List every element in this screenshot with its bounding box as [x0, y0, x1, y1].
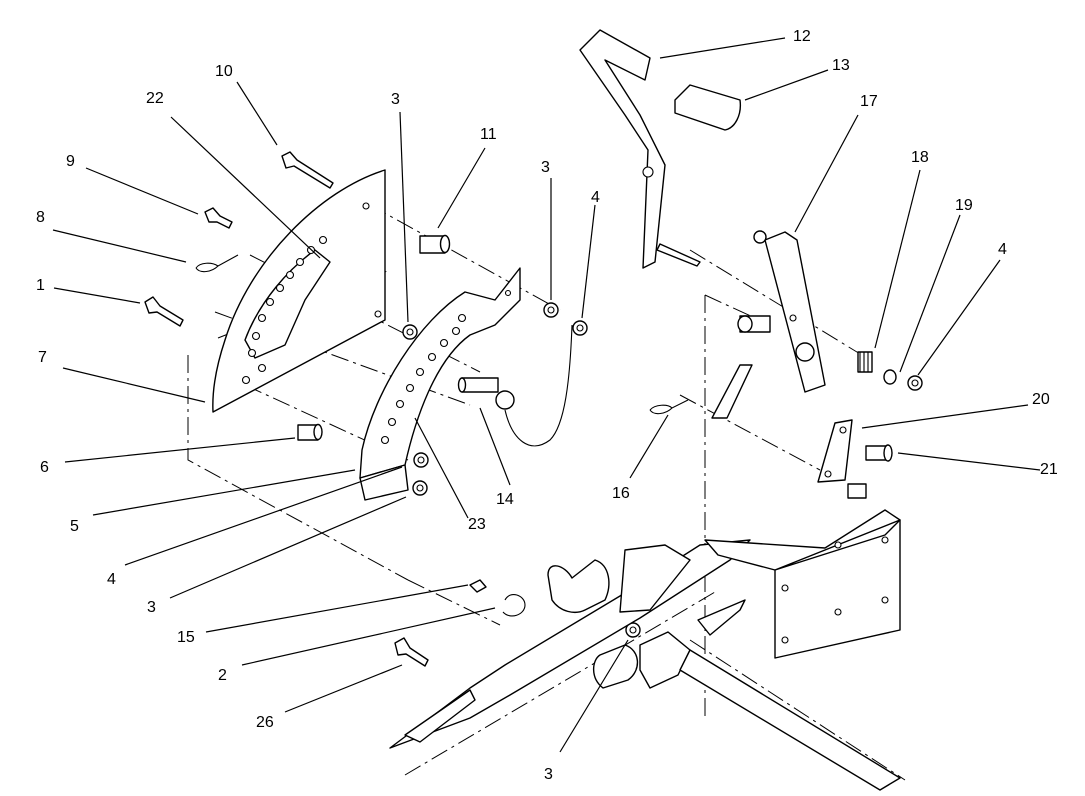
callout-21: 21: [1040, 461, 1058, 478]
plate-holes: [241, 202, 382, 385]
callout-7: 7: [38, 349, 47, 366]
callout-3-top: 3: [391, 91, 400, 108]
lever-arm: [737, 230, 826, 393]
callout-17: 17: [860, 93, 878, 110]
callout-labels: 10 22 3 11 9 8 1 7 6 5 4 3 23 14 3 4 12 …: [36, 28, 1058, 783]
callout-4-right: 4: [998, 241, 1007, 258]
pedal-arm: [579, 29, 742, 269]
callout-23: 23: [468, 516, 486, 533]
callout-1: 1: [36, 277, 45, 294]
callout-26: 26: [256, 714, 274, 731]
callout-3-left: 3: [147, 599, 156, 616]
hardware: [144, 151, 923, 667]
callout-11: 11: [480, 126, 497, 143]
callout-4-mid: 4: [591, 189, 600, 206]
callout-8: 8: [36, 209, 45, 226]
callout-4-left: 4: [107, 571, 116, 588]
callout-10: 10: [215, 63, 233, 80]
callout-22: 22: [146, 90, 164, 107]
callout-14: 14: [496, 491, 514, 508]
callout-5: 5: [70, 518, 79, 535]
callout-12: 12: [793, 28, 811, 45]
callout-18: 18: [911, 149, 929, 166]
callout-9: 9: [66, 153, 75, 170]
callout-6: 6: [40, 459, 49, 476]
callout-13: 13: [832, 57, 850, 74]
callout-3-bottom: 3: [544, 766, 553, 783]
front-quadrant-plate: [359, 267, 521, 501]
callout-15: 15: [177, 629, 195, 646]
callout-3-mid: 3: [541, 159, 550, 176]
frame-assembly: [389, 509, 901, 791]
leader-lines: [52, 37, 1041, 753]
callout-2: 2: [218, 667, 227, 684]
callout-20: 20: [1032, 391, 1050, 408]
quadrant-plate: [212, 169, 386, 413]
front-plate-holes: [380, 289, 512, 445]
callout-19: 19: [955, 197, 973, 214]
callout-16: 16: [612, 485, 630, 502]
